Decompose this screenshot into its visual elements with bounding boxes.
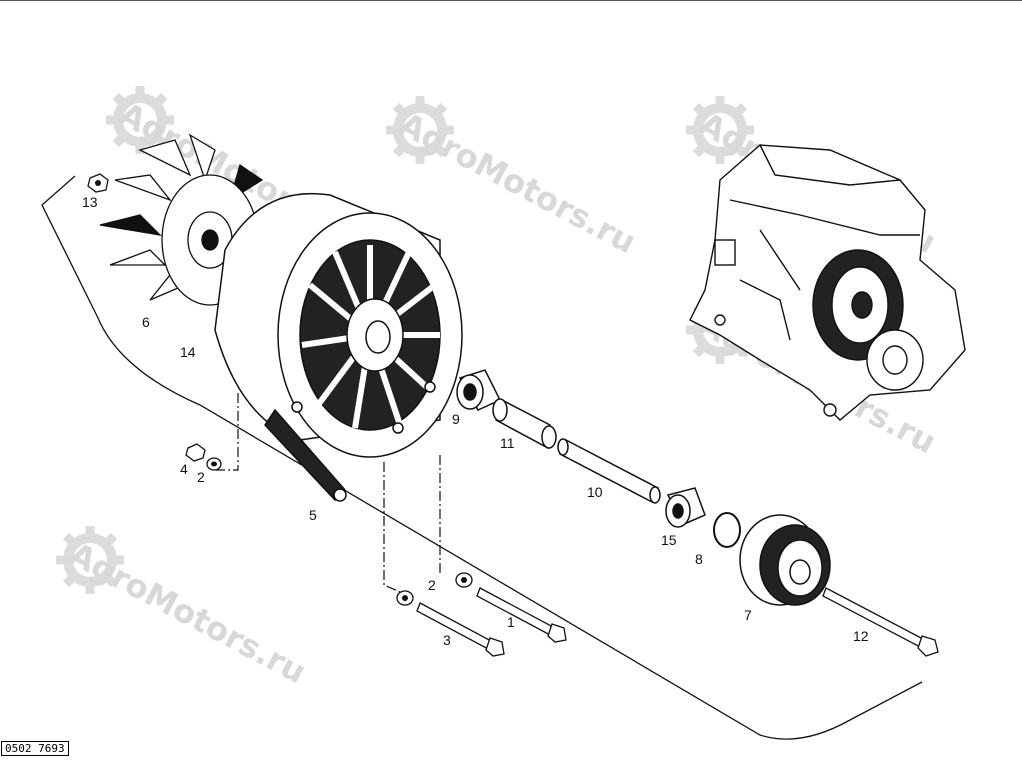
label-1: 1 xyxy=(507,614,515,630)
bolt-3 xyxy=(416,602,505,657)
nut-13-icon xyxy=(87,173,109,193)
label-14: 14 xyxy=(180,344,196,360)
washer-2b-icon xyxy=(455,572,473,588)
bearing-9 xyxy=(456,369,502,411)
part-labels: 13 6 14 4 2 5 9 11 10 15 8 2 3 1 7 12 xyxy=(82,194,869,648)
bolt-12 xyxy=(822,587,939,657)
spacer-11 xyxy=(492,398,557,450)
label-8: 8 xyxy=(695,551,703,567)
washer-2c-icon xyxy=(396,590,414,606)
assembly-outline xyxy=(41,175,923,740)
top-rule xyxy=(0,0,1022,1)
label-13: 13 xyxy=(82,194,98,210)
assembly-guide-lines xyxy=(216,393,441,593)
label-7: 7 xyxy=(744,607,752,623)
washer-2-icon xyxy=(206,457,222,471)
circlip-8 xyxy=(713,512,741,548)
label-11: 11 xyxy=(500,435,515,451)
alternator-housing xyxy=(214,193,463,502)
bearing-15 xyxy=(665,487,706,528)
engine-illustration xyxy=(689,144,966,421)
label-4: 4 xyxy=(180,461,188,477)
pulley-7 xyxy=(739,514,831,606)
label-3: 3 xyxy=(443,632,451,648)
label-15: 15 xyxy=(661,532,677,548)
bolt-1 xyxy=(476,587,567,643)
tube-10 xyxy=(557,438,661,504)
label-2b: 2 xyxy=(428,577,436,593)
cooling-fan xyxy=(99,133,264,306)
label-10: 10 xyxy=(587,484,603,500)
watermark-text: AgroMotors.ru xyxy=(63,535,312,692)
document-code: 0502 7693 xyxy=(1,741,69,756)
label-2: 2 xyxy=(197,469,205,485)
label-12: 12 xyxy=(853,628,869,644)
nut-4-icon xyxy=(185,443,206,462)
label-6: 6 xyxy=(142,314,150,330)
label-9: 9 xyxy=(452,411,460,427)
label-5: 5 xyxy=(309,507,317,523)
